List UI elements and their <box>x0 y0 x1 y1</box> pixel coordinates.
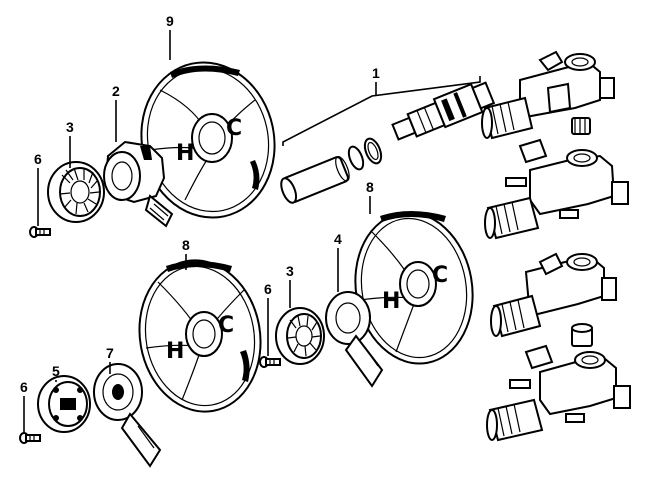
plate-upper-hot-letter: H <box>176 141 194 166</box>
valve-body-4 <box>486 344 631 442</box>
handle-adapter-lower <box>93 363 162 468</box>
valve-body-1 <box>481 50 615 140</box>
callout-9: 9 <box>166 13 174 29</box>
plate-lower-hot-letter: H <box>166 339 184 364</box>
callout-6-lower: 6 <box>20 379 28 395</box>
knob-bottom <box>37 375 91 433</box>
callout-6-middle: 6 <box>264 281 272 297</box>
callout-3-upper: 3 <box>66 119 74 135</box>
knob-lower <box>275 307 325 365</box>
callout-numbers: 9 1 2 3 6 8 4 8 3 6 7 5 6 <box>20 13 380 395</box>
callout-8-right: 8 <box>366 179 374 195</box>
callout-4: 4 <box>334 231 342 247</box>
escutcheon-plate-upper: H C <box>140 61 276 219</box>
plate-right-cold-letter: C <box>432 263 448 288</box>
callout-2: 2 <box>112 83 120 99</box>
handle-adapter-upper <box>103 140 174 228</box>
leader-lines <box>23 30 481 432</box>
plate-upper-cold-letter: C <box>226 116 242 141</box>
screw-middle <box>259 356 281 368</box>
lever-handle <box>325 291 384 388</box>
callout-7: 7 <box>106 345 114 361</box>
callout-8-lower: 8 <box>182 237 190 253</box>
callout-3-lower: 3 <box>286 263 294 279</box>
cartridge-assembly <box>280 81 496 204</box>
escutcheon-plate-lower: H C <box>138 259 262 413</box>
valve-body-2 <box>484 138 629 240</box>
callout-1: 1 <box>372 65 380 81</box>
fitting-nut-2 <box>571 323 593 347</box>
screw-lower <box>19 432 41 444</box>
callout-6-upper: 6 <box>34 151 42 167</box>
callout-5: 5 <box>52 363 60 379</box>
plate-right-hot-letter: H <box>382 289 400 314</box>
fitting-nut-1 <box>571 117 591 135</box>
escutcheon-plate-right: H C <box>354 211 474 365</box>
screw-upper <box>29 226 51 238</box>
valve-body-3 <box>490 252 617 338</box>
plate-lower-cold-letter: C <box>218 313 234 338</box>
knob-upper <box>47 161 105 223</box>
